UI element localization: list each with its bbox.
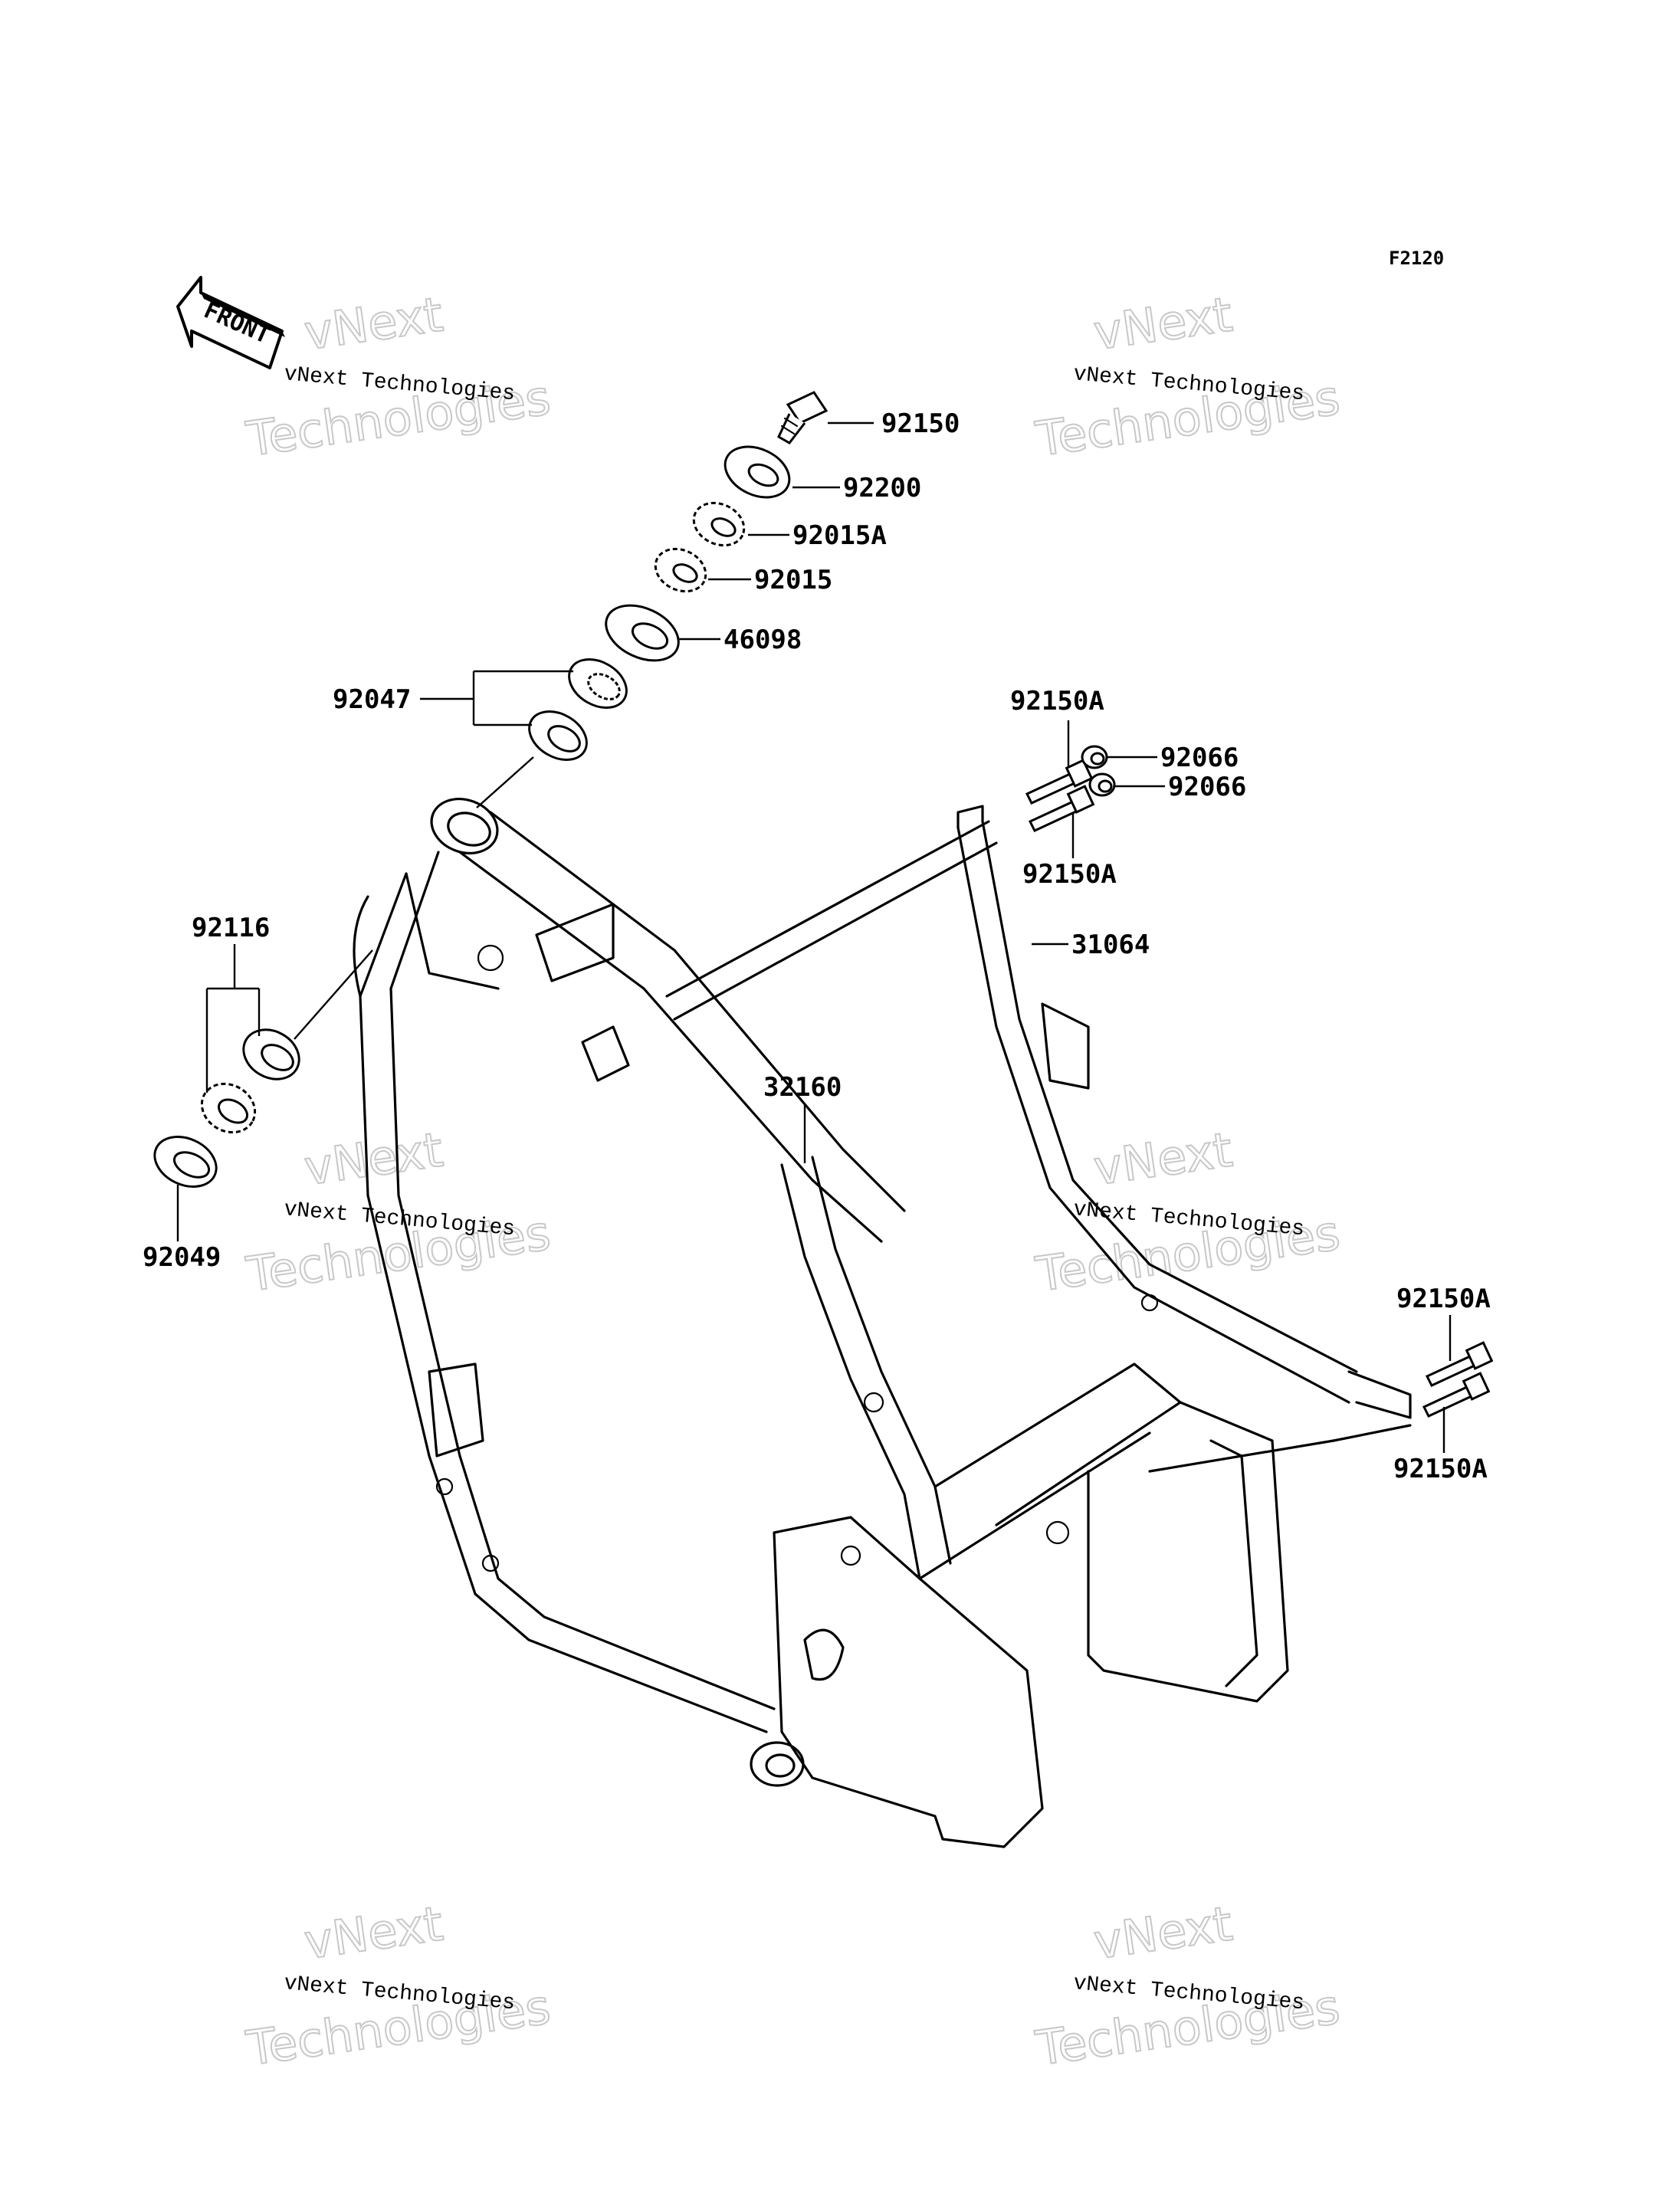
- leader-lines: [176, 421, 1452, 1453]
- bearing-92047-lower-icon: [528, 710, 588, 761]
- label-92066-a: 92066: [1160, 743, 1239, 773]
- watermark-ghost-top: vNext: [301, 1121, 447, 1195]
- watermark-bottom-left: vNext Technologies vNext Technologies: [242, 1894, 555, 2077]
- label-92150A-top1: 92150A: [1010, 686, 1104, 716]
- watermark-bottom-right: vNext Technologies vNext Technologies: [1032, 1894, 1344, 2077]
- nut-92015A-icon: [692, 501, 746, 547]
- bolt-92150A-top1-icon: [1025, 759, 1094, 805]
- watermark-top-right: vNext Technologies vNext Technologies: [1032, 285, 1344, 467]
- label-92015: 92015: [754, 565, 832, 595]
- race-92116-icon: [242, 1028, 300, 1080]
- label-92015A: 92015A: [792, 520, 887, 551]
- watermark-ghost-top: vNext: [1091, 286, 1236, 360]
- watermark-mid-left: vNext Technologies vNext Technologies: [242, 1120, 555, 1303]
- label-92150A-bot2: 92150A: [1393, 1454, 1488, 1484]
- nut-92015-icon: [654, 547, 707, 593]
- watermark-ghost-top: vNext: [1091, 1121, 1236, 1195]
- seal-92049-icon: [153, 1136, 218, 1188]
- bolt-92150A-bot1-icon: [1425, 1341, 1494, 1387]
- label-31064: 31064: [1071, 930, 1150, 960]
- bearing-92047-upper-icon: [568, 658, 628, 709]
- nut-92066-b-icon: [1088, 772, 1116, 797]
- bolt-92150A-top2-icon: [1028, 785, 1095, 832]
- label-92116: 92116: [192, 913, 270, 943]
- label-46098: 46098: [724, 625, 802, 655]
- label-92200: 92200: [843, 473, 921, 503]
- frame-drawing: [353, 798, 1412, 1848]
- figure-code: F2120: [1389, 248, 1444, 269]
- front-arrow-icon: FRONT: [176, 276, 285, 369]
- washer-92200-icon: [724, 445, 791, 499]
- label-92047: 92047: [333, 684, 411, 715]
- watermark-ghost-top: vNext: [301, 286, 447, 360]
- bearing-92116-lower-icon: [200, 1082, 257, 1134]
- label-32160: 32160: [763, 1072, 842, 1103]
- label-92150A-top2: 92150A: [1022, 859, 1117, 890]
- label-92150: 92150: [881, 408, 960, 439]
- bolt-92150A-bot2-icon: [1422, 1372, 1491, 1418]
- watermark-ghost-top: vNext: [301, 1895, 447, 1969]
- bolt-92150-icon: [777, 391, 829, 444]
- watermark-mid-right: vNext Technologies vNext Technologies: [1032, 1120, 1344, 1303]
- watermark-top-left: vNext Technologies vNext Technologies: [242, 285, 555, 467]
- label-92066-b: 92066: [1168, 772, 1246, 802]
- nut-92066-a-icon: [1081, 745, 1108, 769]
- label-92150A-bot1: 92150A: [1396, 1284, 1491, 1314]
- washer-46098-icon: [605, 604, 680, 662]
- watermark-ghost-top: vNext: [1091, 1895, 1236, 1969]
- label-92049: 92049: [143, 1242, 221, 1273]
